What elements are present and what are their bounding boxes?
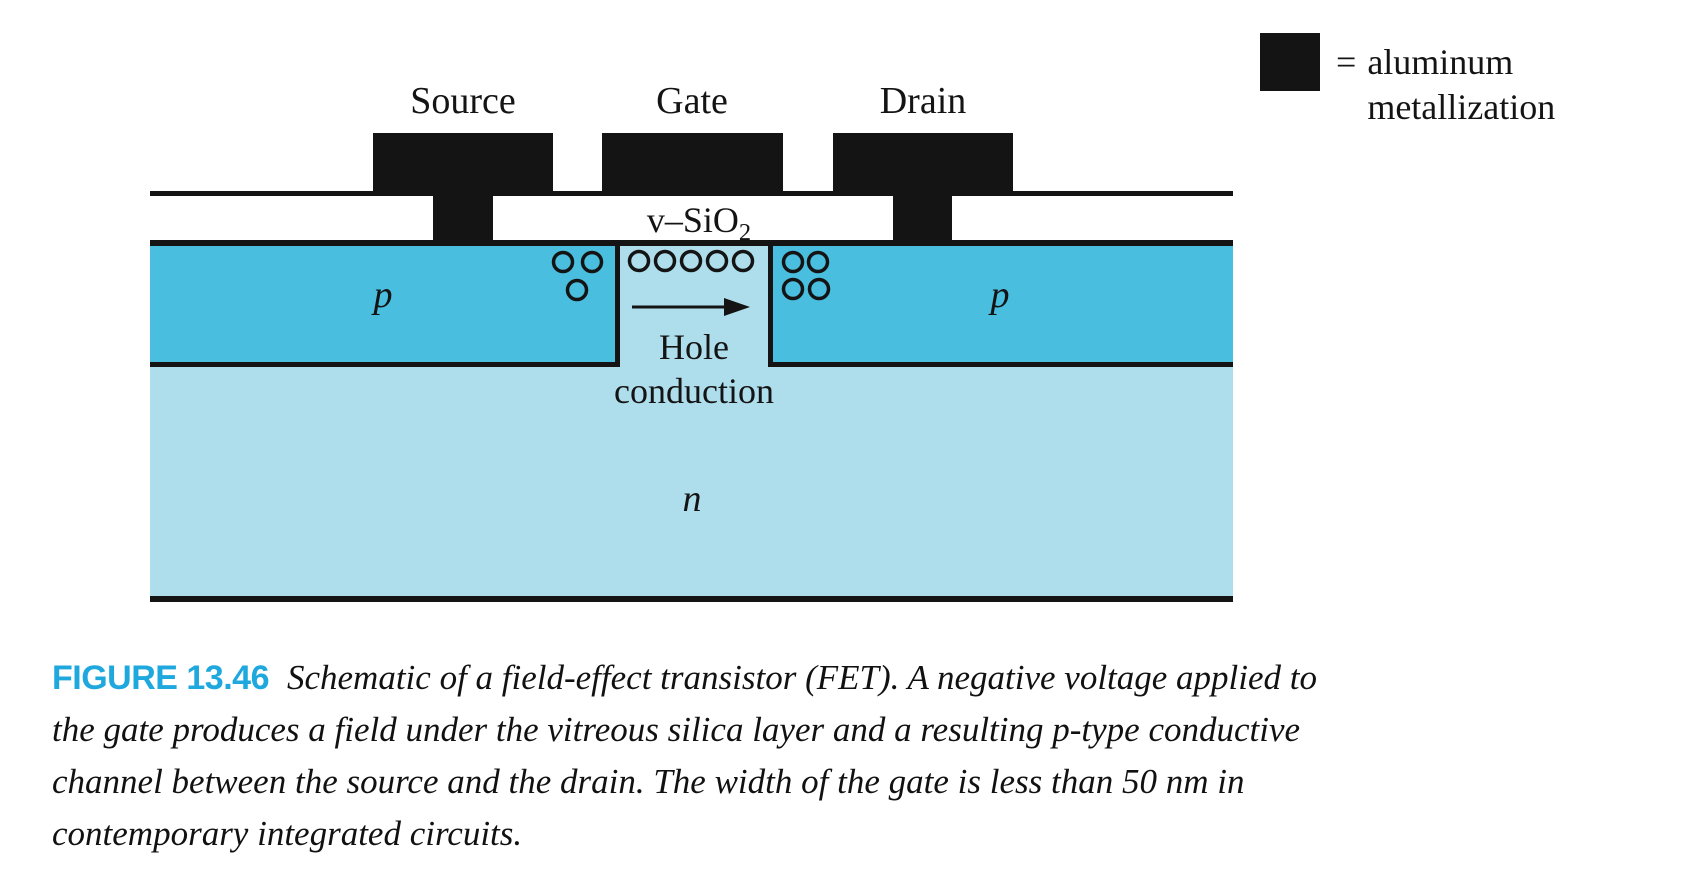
drain-metal-contact: [833, 133, 1013, 196]
p-region-left: [150, 246, 617, 362]
figure-number-label: FIGURE 13.46: [52, 659, 269, 697]
caption-line-1: FIGURE 13.46 Schematic of a field-effect …: [52, 652, 1317, 704]
legend-text: = aluminum metallization: [1336, 40, 1555, 130]
legend-term-line1: aluminum: [1367, 42, 1514, 82]
caption-line-2: the gate produces a field under the vitr…: [52, 710, 1301, 749]
drain-contact-via: [893, 191, 952, 246]
p-region-left-label: p: [373, 274, 393, 316]
source-label: Source: [410, 80, 516, 122]
p-region-right-label: p: [990, 274, 1010, 316]
n-region-label: n: [682, 478, 702, 520]
figure-caption: FIGURE 13.46 Schematic of a field-effect …: [52, 652, 1317, 860]
source-metal-contact: [373, 133, 553, 196]
p-right-bottom-border: [768, 362, 1233, 367]
hole-conduction-label-line2: conduction: [614, 371, 774, 411]
channel-right-border: [768, 240, 773, 367]
substrate-bottom-line: [150, 596, 1233, 602]
gate-metal-contact: [602, 133, 783, 196]
hole-conduction-label-line1: Hole: [659, 327, 729, 367]
p-region-right: [770, 246, 1233, 362]
source-contact-via: [433, 191, 493, 246]
oxide-label-subscript: 2: [738, 219, 752, 247]
legend-term: aluminum metallization: [1367, 40, 1555, 130]
oxide-label-base: v–SiO: [646, 200, 739, 240]
aluminum-metallization-swatch-icon: [1260, 33, 1320, 91]
legend-term-line2: metallization: [1367, 87, 1556, 127]
vitreous-silica-label: v–SiO2: [647, 202, 751, 246]
legend-equals-sign: =: [1336, 42, 1357, 82]
caption-line-1-text: Schematic of a field-effect transistor (…: [286, 658, 1318, 697]
p-left-bottom-border: [150, 362, 620, 367]
gate-label: Gate: [656, 80, 728, 122]
channel-left-border: [615, 240, 620, 367]
drain-label: Drain: [879, 80, 967, 122]
semiconductor-top-line: [150, 240, 1233, 246]
caption-line-4: contemporary integrated circuits.: [52, 814, 523, 853]
caption-line-3: channel between the source and the drain…: [52, 762, 1245, 801]
